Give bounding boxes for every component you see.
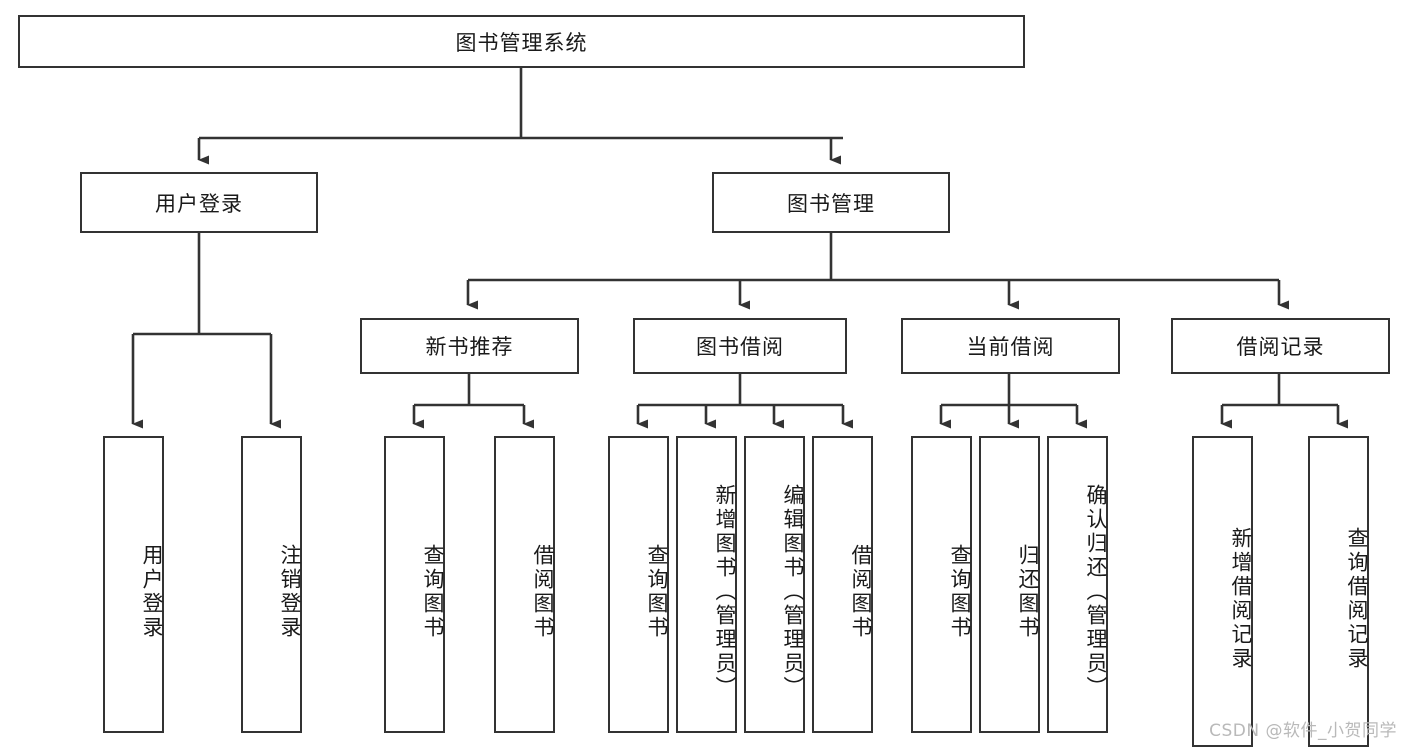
leaf-current-borrow-return-book[interactable]: 归还图书 <box>979 436 1040 733</box>
node-label: 借阅记录 <box>1236 335 1325 359</box>
leaf-book-borrow-add-book-admin[interactable]: 新增图书（管理员） <box>676 436 737 733</box>
csdn-watermark: CSDN @软件_小贺同学 <box>1209 721 1397 741</box>
leaf-new-book-query-book[interactable]: 查询图书 <box>384 436 445 733</box>
node-label: 查询图书 <box>421 543 445 640</box>
node-label: 编辑图书（管理员） <box>781 483 805 700</box>
node-borrow-record[interactable]: 借阅记录 <box>1171 318 1390 374</box>
node-label: 用户登录 <box>155 191 243 216</box>
node-label: 归还图书 <box>1016 543 1040 640</box>
node-label: 用户登录 <box>140 543 164 640</box>
node-user-login[interactable]: 用户登录 <box>80 172 318 233</box>
leaf-borrow-record-add-record[interactable]: 新增借阅记录 <box>1192 436 1253 747</box>
node-label: 注销登录 <box>278 543 302 640</box>
node-label: 借阅图书 <box>849 543 873 640</box>
node-new-book-recommend[interactable]: 新书推荐 <box>360 318 579 374</box>
node-label: 新增图书（管理员） <box>713 483 737 700</box>
leaf-current-borrow-confirm-return-admin[interactable]: 确认归还（管理员） <box>1047 436 1108 733</box>
leaf-book-borrow-borrow-book[interactable]: 借阅图书 <box>812 436 873 733</box>
node-label: 新书推荐 <box>425 335 514 359</box>
node-label: 确认归还（管理员） <box>1084 483 1108 700</box>
leaf-borrow-record-query-record[interactable]: 查询借阅记录 <box>1308 436 1369 747</box>
node-label: 查询图书 <box>645 543 669 640</box>
node-current-borrow[interactable]: 当前借阅 <box>901 318 1120 374</box>
leaf-user-login[interactable]: 用户登录 <box>103 436 164 733</box>
leaf-current-borrow-query-book[interactable]: 查询图书 <box>911 436 972 733</box>
node-label: 图书管理 <box>787 191 875 216</box>
leaf-book-borrow-query-book[interactable]: 查询图书 <box>608 436 669 733</box>
node-label: 新增借阅记录 <box>1229 526 1253 671</box>
leaf-new-book-borrow-book[interactable]: 借阅图书 <box>494 436 555 733</box>
leaf-book-borrow-edit-book-admin[interactable]: 编辑图书（管理员） <box>744 436 805 733</box>
node-label: 查询图书 <box>948 543 972 640</box>
node-label: 图书借阅 <box>696 335 784 359</box>
node-root-book-management-system[interactable]: 图书管理系统 <box>18 15 1025 68</box>
leaf-logout[interactable]: 注销登录 <box>241 436 302 733</box>
node-book-borrow[interactable]: 图书借阅 <box>633 318 847 374</box>
node-label: 查询借阅记录 <box>1345 526 1369 671</box>
node-label: 图书管理系统 <box>455 30 588 55</box>
node-book-management[interactable]: 图书管理 <box>712 172 950 233</box>
node-label: 借阅图书 <box>531 543 555 640</box>
node-label: 当前借阅 <box>966 335 1055 359</box>
